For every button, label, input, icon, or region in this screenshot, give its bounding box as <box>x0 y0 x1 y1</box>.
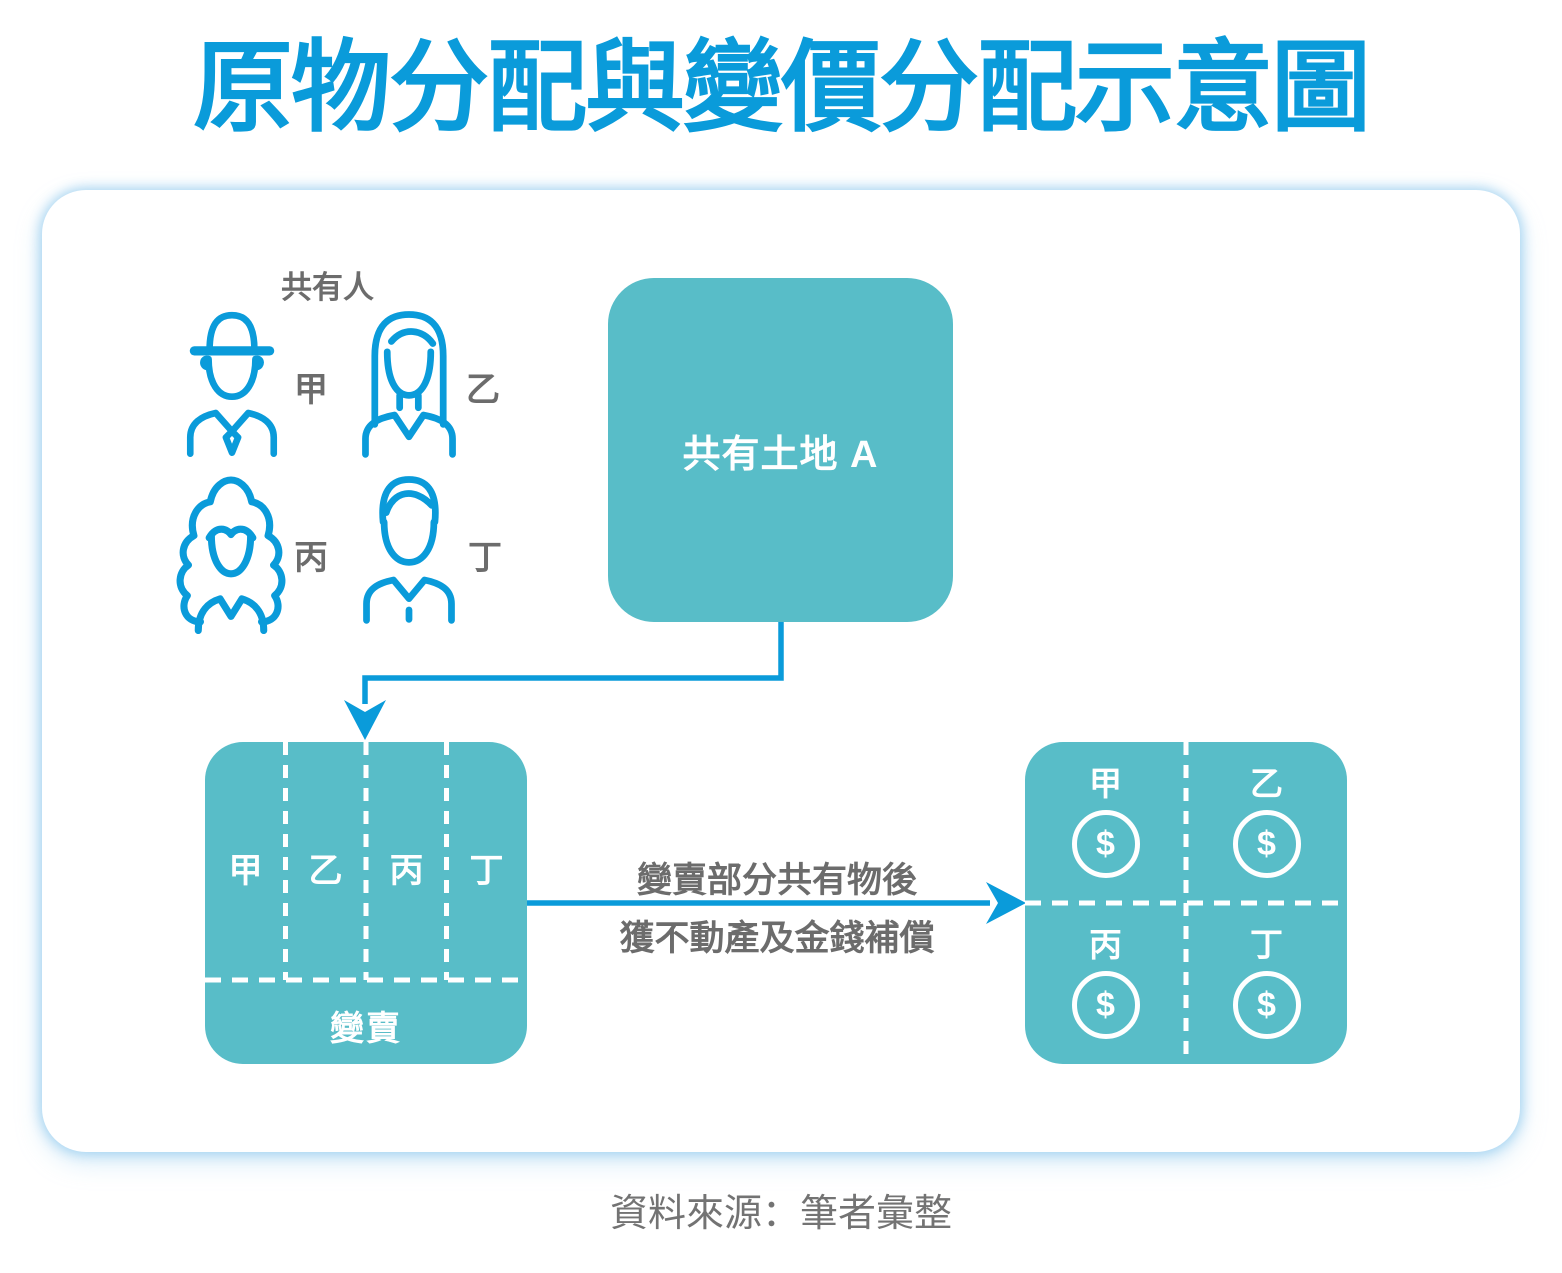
partition-column-label: 乙 <box>308 852 343 890</box>
flow-arrow-caption-top: 變賣部分共有物後 <box>636 861 917 900</box>
partition-column-label: 丁 <box>469 852 504 890</box>
dollar-coin-icon: $ <box>1071 971 1140 1039</box>
face <box>380 518 438 566</box>
face <box>205 355 259 400</box>
ear-left <box>200 355 211 371</box>
fringe-swoosh <box>388 328 437 347</box>
dollar-symbol: $ <box>1257 824 1276 863</box>
woman-long-hair-icon <box>362 311 456 458</box>
dollar-symbol: $ <box>1257 985 1276 1024</box>
partition-dashed-dividers <box>205 742 527 983</box>
dollar-symbol: $ <box>1096 985 1115 1024</box>
dollar-coin-icon: $ <box>1232 971 1301 1039</box>
coowner-label-jia: 甲 <box>294 371 328 409</box>
partition-column-label: 丙 <box>389 852 424 890</box>
fringe <box>205 525 257 542</box>
face <box>383 348 435 399</box>
curly-hair-outline <box>176 476 286 626</box>
coowner-label-yi: 乙 <box>466 371 500 409</box>
shoulders <box>194 595 268 634</box>
compensation-quadrant: 乙 $ <box>1186 742 1347 903</box>
dollar-coin-icon: $ <box>1232 810 1301 878</box>
shared-land-box: 共有土地 A <box>608 278 953 622</box>
partition-column-label: 甲 <box>228 852 263 890</box>
man-hat-icon <box>186 311 278 457</box>
shared-land-label: 共有土地 A <box>682 433 879 476</box>
woman-curly-hair-icon <box>176 476 286 634</box>
quadrant-label: 甲 <box>1089 765 1122 802</box>
compensation-quadrant: 甲 $ <box>1025 742 1186 903</box>
compensation-box: 甲 $ 乙 $ 丙 $ 丁 $ <box>1025 742 1347 1064</box>
shoulders <box>363 576 455 624</box>
ear-right <box>253 355 264 371</box>
flow-arrow-caption-bottom: 獲不動產及金錢補償 <box>619 919 935 958</box>
dollar-symbol: $ <box>1096 824 1115 863</box>
tie <box>222 427 242 456</box>
man-short-hair-icon <box>363 476 455 624</box>
hair-outline <box>371 311 447 428</box>
neck <box>396 391 422 412</box>
partition-box: 甲 乙 丙 丁 變賣 <box>205 742 527 1064</box>
coowner-label-bing: 丙 <box>294 539 328 577</box>
hair-top <box>379 476 439 526</box>
compensation-quadrant: 丁 $ <box>1186 903 1347 1064</box>
dollar-coin-icon: $ <box>1071 810 1140 878</box>
sale-strip-label: 變賣 <box>330 1010 402 1048</box>
hair-swoosh <box>382 490 436 517</box>
compensation-quadrant: 丙 $ <box>1025 903 1186 1064</box>
hat-dome <box>206 311 258 354</box>
coowner-label-ding: 丁 <box>468 539 502 577</box>
quadrant-label: 丁 <box>1250 926 1283 963</box>
quadrant-label: 乙 <box>1250 765 1283 802</box>
source-note: 資料來源：筆者彙整 <box>609 1193 952 1235</box>
compensation-dashed-dividers <box>1025 742 1347 1064</box>
quadrant-label: 丙 <box>1089 926 1122 963</box>
shoulders <box>362 411 456 458</box>
page-title: 原物分配與變價分配示意圖 <box>193 32 1371 144</box>
face <box>207 532 255 578</box>
coowners-heading: 共有人 <box>281 270 374 305</box>
